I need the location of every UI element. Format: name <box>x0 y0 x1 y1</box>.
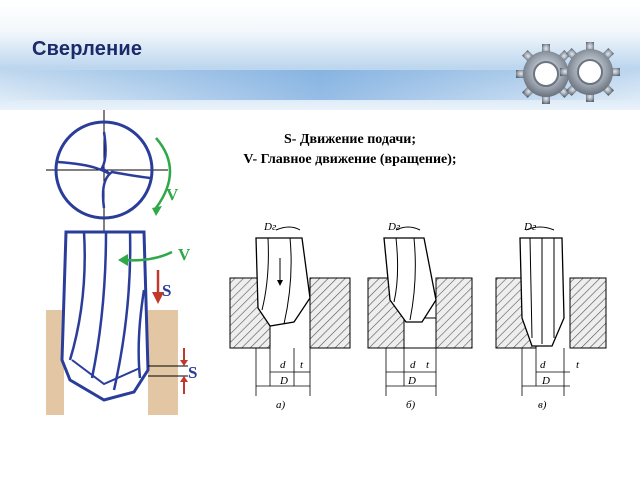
scheme-a: Dг d t D а) <box>229 221 351 411</box>
label-dr-a: Dг <box>263 221 277 233</box>
label-v-top: V <box>166 185 179 204</box>
label-dr-c: Dг <box>523 221 537 233</box>
label-d-c: d <box>540 359 546 371</box>
workpiece-left <box>46 310 64 415</box>
label-D-b: D <box>407 375 416 387</box>
scheme-c: Dг d t D в) <box>495 221 607 411</box>
label-D-c: D <box>541 375 550 387</box>
drill-side-view <box>60 230 150 402</box>
caption-main-motion: V- Главное движение (вращение); <box>243 152 457 167</box>
caption-a: а) <box>276 399 286 411</box>
workpiece-right <box>148 310 178 415</box>
label-d-b: d <box>410 359 416 371</box>
caption-feed-motion: S- Движение подачи; <box>283 132 417 147</box>
slide-title: Сверление <box>32 38 143 60</box>
label-dr-b: Dг <box>387 221 401 233</box>
label-v-mid: V <box>178 245 191 264</box>
label-t-b: t <box>426 359 430 371</box>
caption-b: б) <box>406 399 416 411</box>
label-D-a: D <box>279 375 288 387</box>
gears-icon <box>516 42 620 104</box>
gear-right <box>560 42 620 102</box>
gear-left <box>516 44 576 104</box>
label-t-a: t <box>300 359 304 371</box>
label-t-c: t <box>576 359 580 371</box>
label-d-a: d <box>280 359 286 371</box>
motion-caption: S- Движение подачи; V- Главное движение … <box>205 130 495 170</box>
label-s-feed: S <box>188 363 197 382</box>
drilling-schemes-drawing: Dг d t D а) Dг d t D б) Dг d <box>229 221 607 411</box>
scheme-b: Dг d t D б) <box>367 221 473 411</box>
caption-c: в) <box>538 399 547 411</box>
label-s-arrow: S <box>162 281 171 300</box>
drill-top-view: V <box>46 110 179 240</box>
drill-illustration: V V S S <box>46 110 197 415</box>
